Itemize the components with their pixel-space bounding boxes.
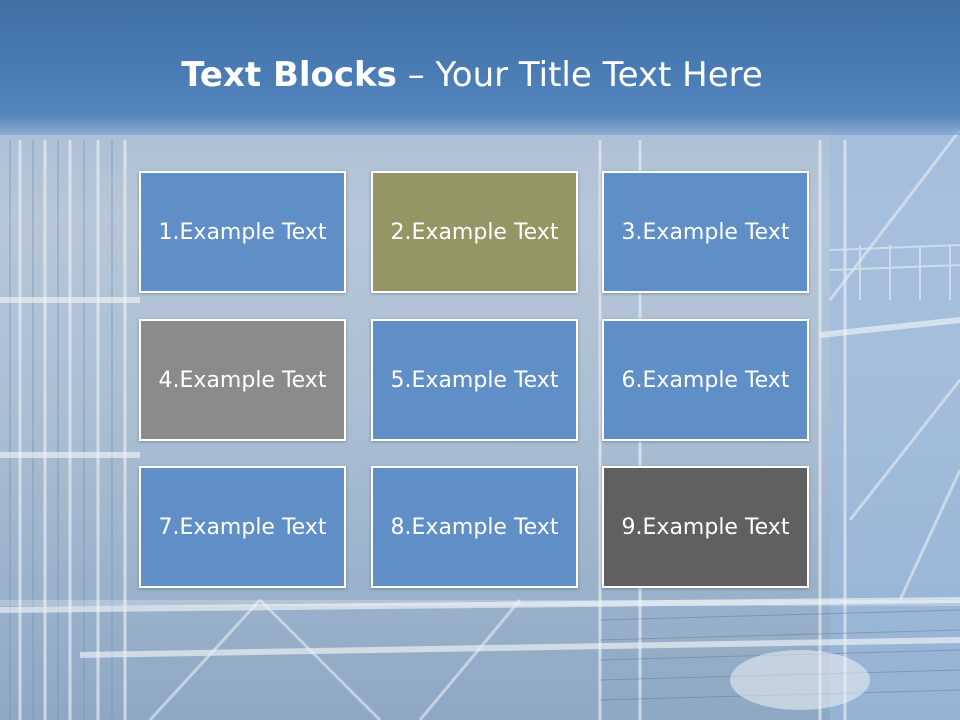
title-dash: – bbox=[396, 55, 436, 95]
text-block-6[interactable]: 6.Example Text bbox=[602, 319, 809, 441]
text-block-8[interactable]: 8.Example Text bbox=[371, 466, 578, 588]
text-block-4[interactable]: 4.Example Text bbox=[139, 319, 346, 441]
slide-title: Text Blocks – Your Title Text Here bbox=[0, 52, 944, 98]
title-bar: Text Blocks – Your Title Text Here bbox=[0, 0, 960, 135]
text-block-9[interactable]: 9.Example Text bbox=[602, 466, 809, 588]
text-block-7[interactable]: 7.Example Text bbox=[139, 466, 346, 588]
text-block-2[interactable]: 2.Example Text bbox=[371, 171, 578, 293]
text-block-1[interactable]: 1.Example Text bbox=[139, 171, 346, 293]
text-block-5[interactable]: 5.Example Text bbox=[371, 319, 578, 441]
text-block-3[interactable]: 3.Example Text bbox=[602, 171, 809, 293]
title-bold: Text Blocks bbox=[181, 55, 397, 95]
title-rest: Your Title Text Here bbox=[435, 55, 763, 95]
